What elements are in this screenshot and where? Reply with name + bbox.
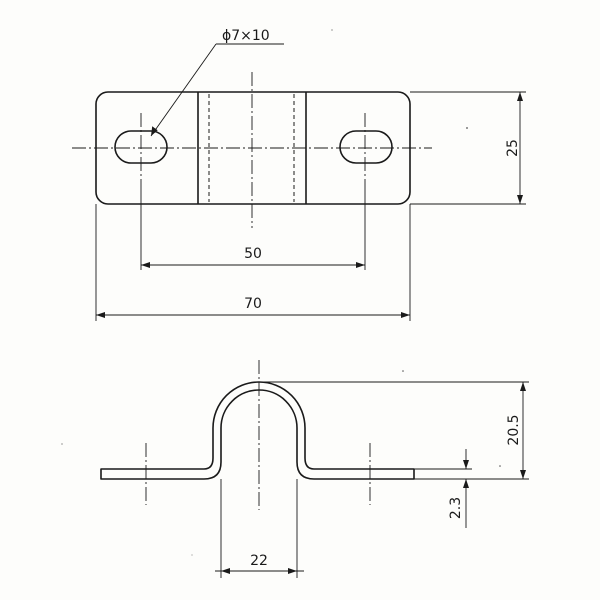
arrow-50-left [141,262,150,268]
arrow-22-right [288,568,297,574]
arrow-25-top [517,92,523,101]
arrow-70-left [96,312,105,318]
slot-hole-right [339,130,393,164]
arrow-2-3-top [463,460,469,469]
arrow-22-left [221,568,230,574]
arrow-70-right [401,312,410,318]
callout-leader [150,43,217,137]
dim-label-20-5: 20.5 [506,414,522,445]
arrow-50-right [356,262,365,268]
top-view: ϕ7×10 25 50 70 [72,28,526,321]
dim-label-50: 50 [244,246,262,262]
side-view: 20.5 2.3 22 [100,360,529,578]
strap-profile [100,381,415,480]
arrow-20-5-top [520,382,526,391]
arrow-25-bottom [517,195,523,204]
dim-label-70: 70 [244,296,262,312]
slot-callout-label: ϕ7×10 [222,28,270,44]
arrow-20-5-bottom [520,470,526,479]
callout-arrowhead [151,126,158,136]
scan-specks [61,29,501,556]
slot-hole-left [114,130,168,164]
dim-label-2-3: 2.3 [448,497,464,519]
dim-label-22: 22 [250,553,268,569]
dim-label-25: 25 [505,139,521,157]
arrow-2-3-bottom [463,479,469,488]
